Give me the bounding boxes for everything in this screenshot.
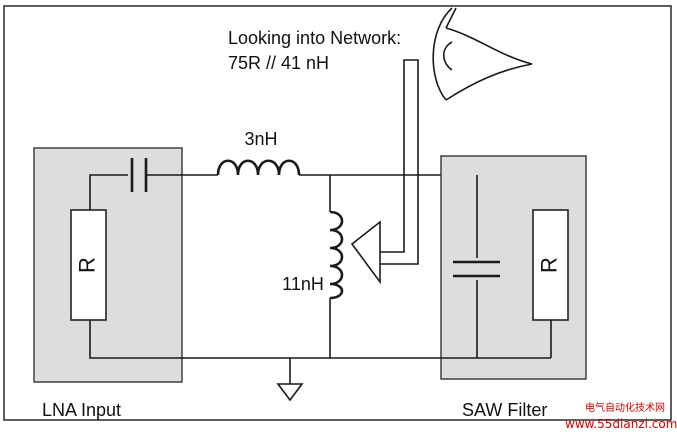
saw-resistor — [532, 209, 569, 321]
shunt-inductor-label: 11nH — [282, 274, 324, 294]
watermark-title: 电气自动化技术网 — [585, 401, 665, 414]
saw-resistor-label: R — [536, 257, 561, 273]
network-label-line1: Looking into Network: — [228, 28, 401, 48]
lna-input-label: LNA Input — [42, 400, 121, 420]
saw-capacitor — [453, 260, 500, 278]
eye-icon — [432, 7, 533, 101]
ground-symbol — [276, 358, 304, 402]
saw-filter-label: SAW Filter — [462, 400, 547, 420]
outer-frame — [3, 5, 672, 421]
series-inductor-label: 3nH — [244, 129, 277, 149]
lna-top-wire — [89, 174, 128, 210]
series-inductor — [216, 159, 301, 176]
saw-filter-block: R — [440, 155, 587, 380]
lna-resistor — [70, 209, 107, 321]
network-label-line2: 75R // 41 nH — [228, 53, 329, 73]
watermark-url: www.55dianzi.com — [565, 417, 677, 431]
shunt-inductor — [329, 210, 344, 300]
pointer-arrow — [350, 59, 419, 285]
lna-input-block: R — [33, 147, 290, 383]
lna-resistor-label: R — [74, 257, 99, 273]
lna-input-box — [33, 147, 183, 383]
lna-bottom-wire — [89, 320, 290, 359]
